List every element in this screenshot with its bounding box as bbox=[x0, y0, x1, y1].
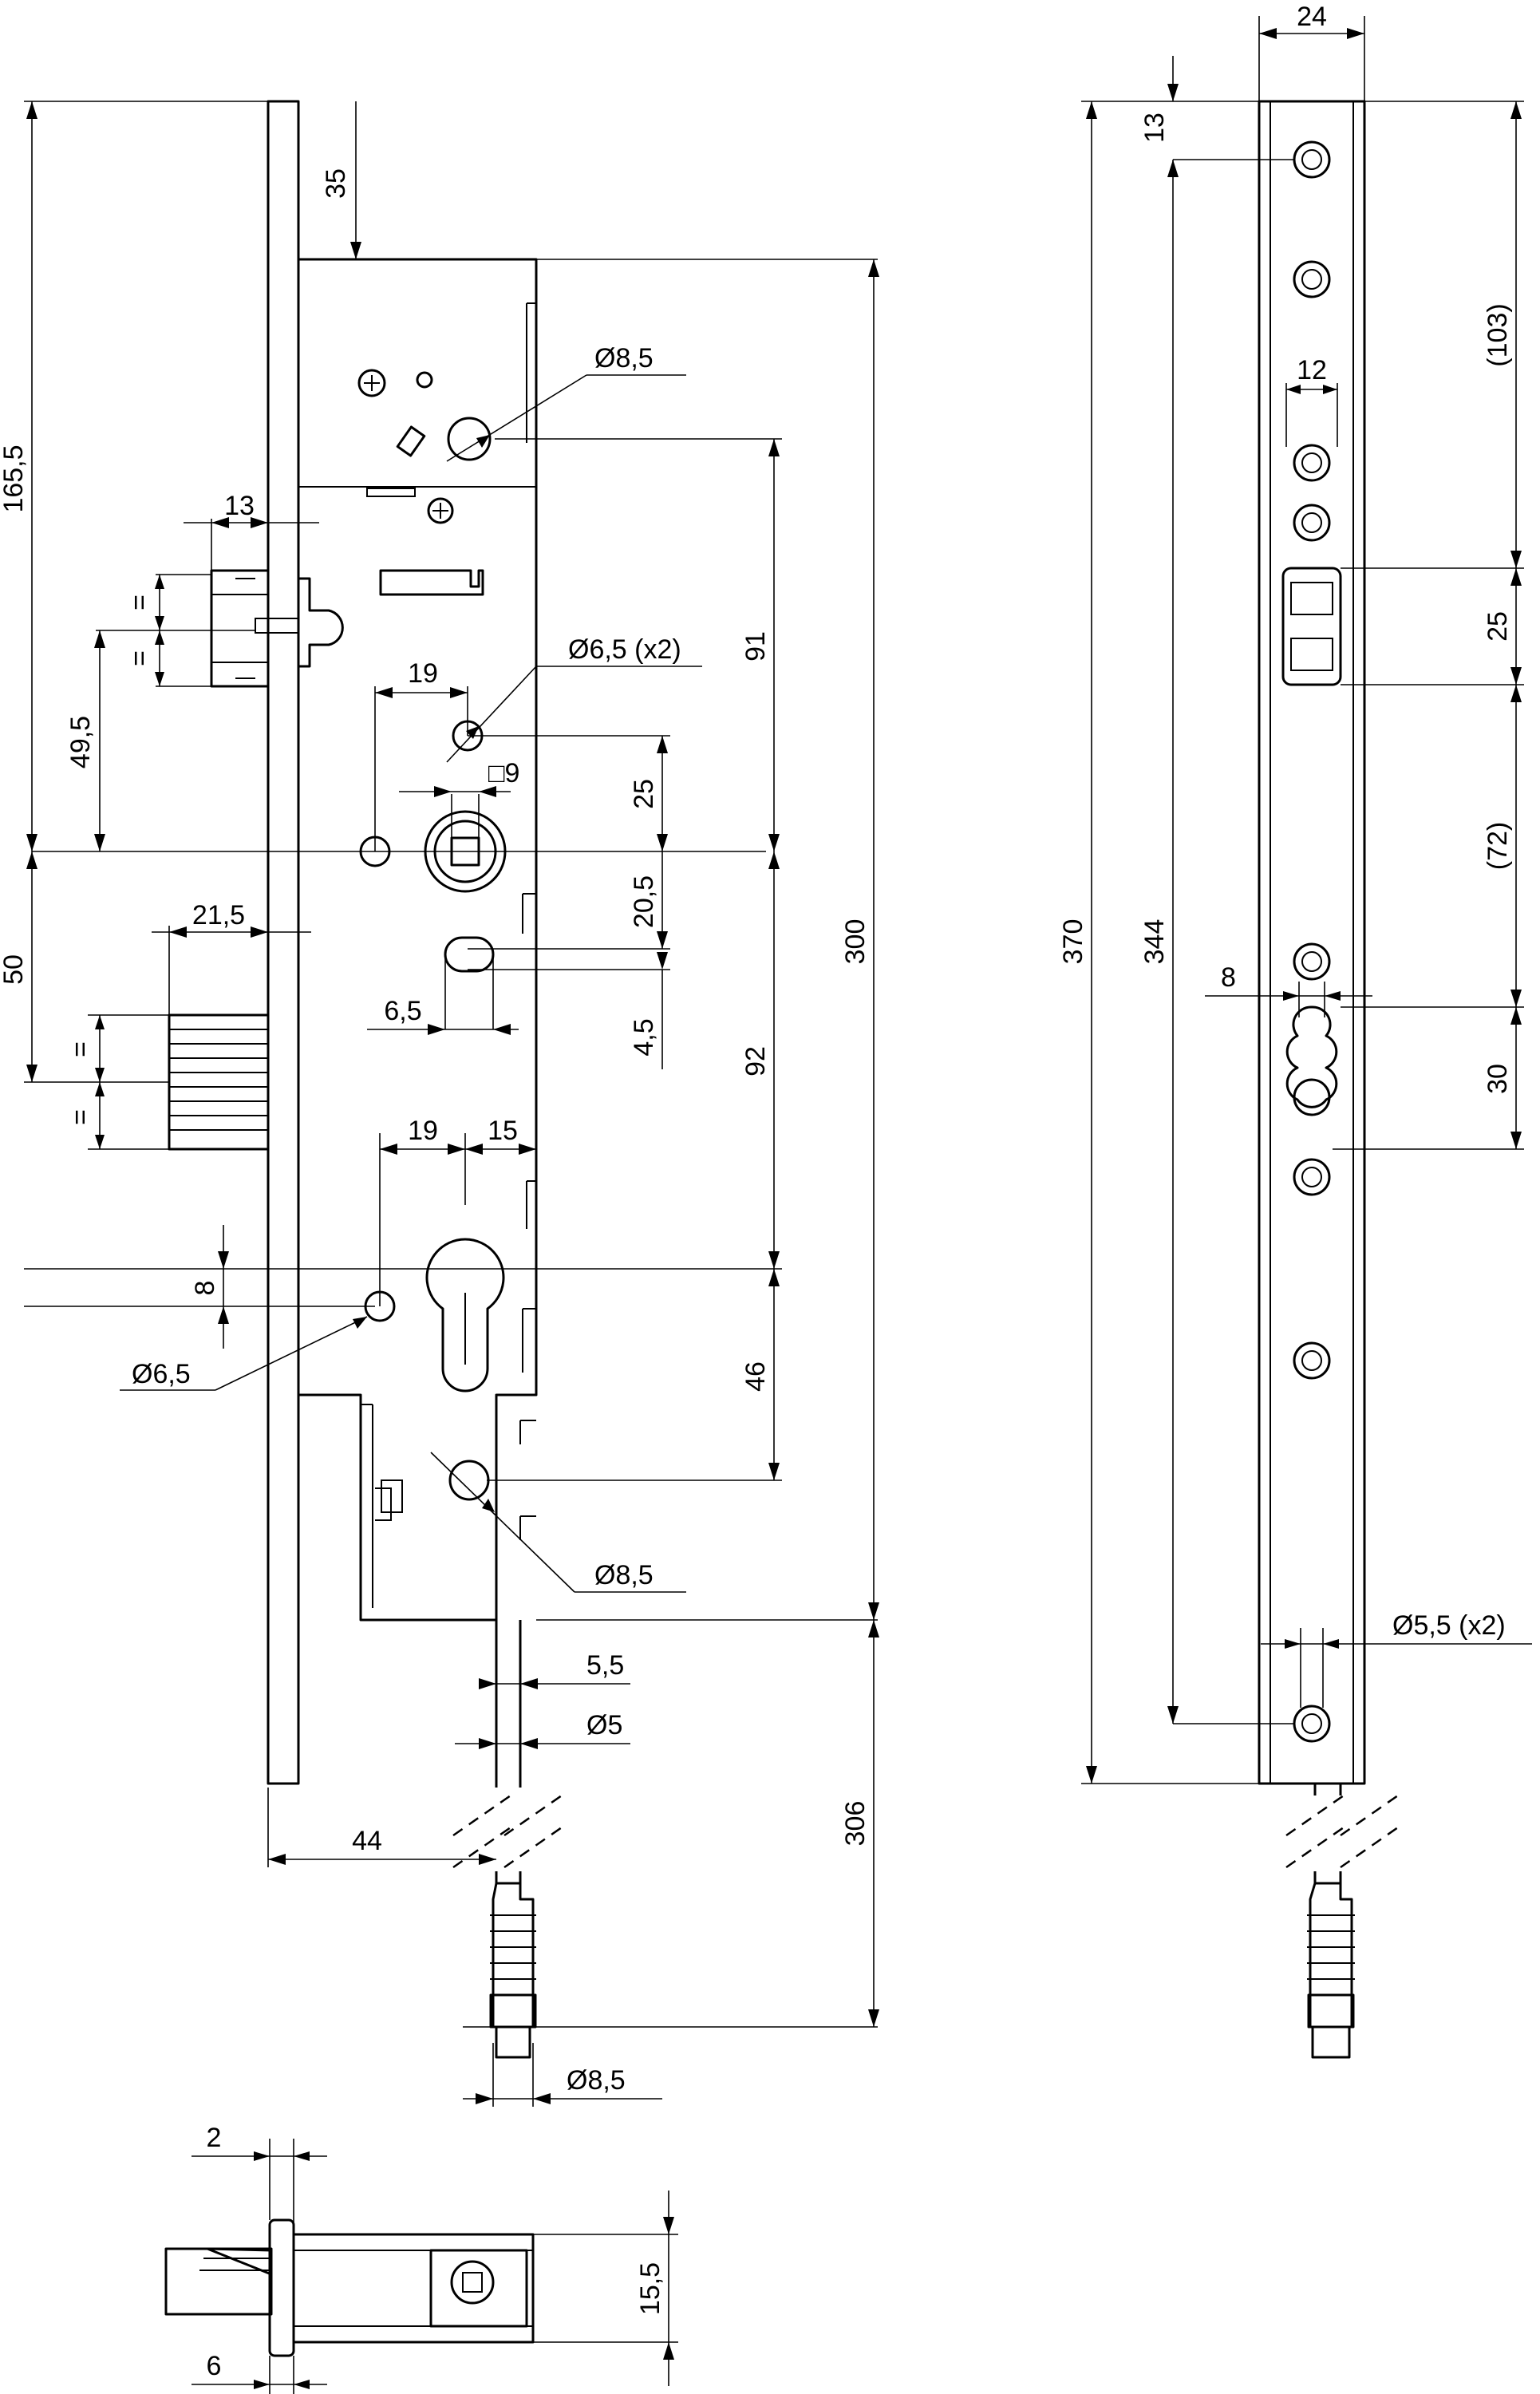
deadbolt bbox=[168, 1013, 270, 1151]
dim-30: 30 bbox=[1483, 1064, 1513, 1094]
dim-4-5: 4,5 bbox=[629, 1018, 659, 1056]
dim-15-5: 15,5 bbox=[635, 2262, 665, 2315]
dim-dia-5-5-x2: Ø5,5 (x2) bbox=[1392, 1610, 1506, 1641]
dim-20-5: 20,5 bbox=[629, 875, 659, 928]
eq-deadbolt-2: = bbox=[65, 1109, 96, 1125]
side-cylinder-opening bbox=[1285, 1005, 1338, 1116]
top-view: 2 15,5 6 bbox=[164, 2123, 678, 2394]
latch-bolt bbox=[210, 569, 344, 688]
front-view: 165,5 50 35 13 = = bbox=[0, 100, 879, 2107]
eq-latch-1: = bbox=[124, 595, 155, 610]
dim-6: 6 bbox=[207, 2351, 222, 2381]
dim-103: (103) bbox=[1483, 303, 1513, 366]
dim-21-5: 21,5 bbox=[192, 900, 245, 930]
dim-91: 91 bbox=[740, 631, 771, 662]
upper-mechanism bbox=[357, 369, 492, 596]
dim-49-5: 49,5 bbox=[65, 716, 96, 768]
connector bbox=[489, 1882, 537, 2059]
side-latch-opening bbox=[1281, 567, 1342, 686]
dim-92: 92 bbox=[740, 1046, 771, 1077]
dim-344: 344 bbox=[1139, 919, 1170, 965]
dim-dia-8-5-bottom: Ø8,5 bbox=[594, 1560, 654, 1590]
dim-2: 2 bbox=[207, 2123, 222, 2153]
dim-dia-6-5: Ø6,5 bbox=[132, 1359, 191, 1389]
dim-5-5: 5,5 bbox=[586, 1650, 624, 1681]
dim-25-front: 25 bbox=[629, 779, 659, 809]
side-dimensions: 24 13 344 370 12 bbox=[1058, 2, 1532, 1784]
handle-follower bbox=[359, 720, 507, 973]
dim-12: 12 bbox=[1297, 355, 1327, 385]
dim-25-side: 25 bbox=[1483, 611, 1513, 642]
front-dimensions: 165,5 50 35 13 = = bbox=[0, 101, 879, 2107]
dim-306: 306 bbox=[840, 1801, 871, 1847]
dim-165-5: 165,5 bbox=[0, 444, 29, 512]
dim-46: 46 bbox=[740, 1361, 771, 1392]
dim-dia-8-5-cable: Ø8,5 bbox=[567, 2065, 626, 2096]
dim-dia-5: Ø5 bbox=[586, 1710, 622, 1740]
eq-deadbolt-1: = bbox=[65, 1041, 96, 1057]
lower-screw-hole bbox=[448, 1460, 490, 1501]
dim-dia-6-5-x2: Ø6,5 (x2) bbox=[568, 634, 681, 665]
dim-19-bottom: 19 bbox=[408, 1116, 438, 1146]
dim-dia-8-5-top: Ø8,5 bbox=[594, 343, 654, 373]
dim-44: 44 bbox=[352, 1826, 382, 1856]
dim-19-top: 19 bbox=[408, 658, 438, 689]
side-faceplate bbox=[1258, 100, 1366, 1785]
eq-latch-2: = bbox=[124, 650, 155, 666]
dim-13-side: 13 bbox=[1139, 113, 1170, 143]
dim-35: 35 bbox=[321, 168, 351, 199]
dim-square-9: □9 bbox=[488, 758, 519, 788]
dim-15: 15 bbox=[488, 1116, 518, 1146]
faceplate bbox=[267, 100, 300, 1785]
lock-case bbox=[298, 258, 538, 1622]
dim-72: (72) bbox=[1483, 822, 1513, 870]
cable bbox=[452, 1620, 563, 1883]
side-cable bbox=[1285, 1784, 1399, 2059]
dim-50: 50 bbox=[0, 954, 29, 985]
cylinder-profile bbox=[364, 1238, 505, 1393]
side-view: 24 13 344 370 12 bbox=[1058, 2, 1532, 2059]
top-dimensions: 2 15,5 6 bbox=[192, 2123, 678, 2394]
dim-6-5-h: 6,5 bbox=[384, 996, 421, 1026]
dim-370: 370 bbox=[1058, 919, 1088, 965]
dim-8-side: 8 bbox=[1221, 962, 1236, 993]
side-holes bbox=[1293, 140, 1331, 1743]
dim-13-front: 13 bbox=[224, 491, 255, 521]
dim-24: 24 bbox=[1297, 2, 1327, 32]
dim-300: 300 bbox=[840, 919, 871, 965]
dim-8-front: 8 bbox=[190, 1281, 220, 1296]
